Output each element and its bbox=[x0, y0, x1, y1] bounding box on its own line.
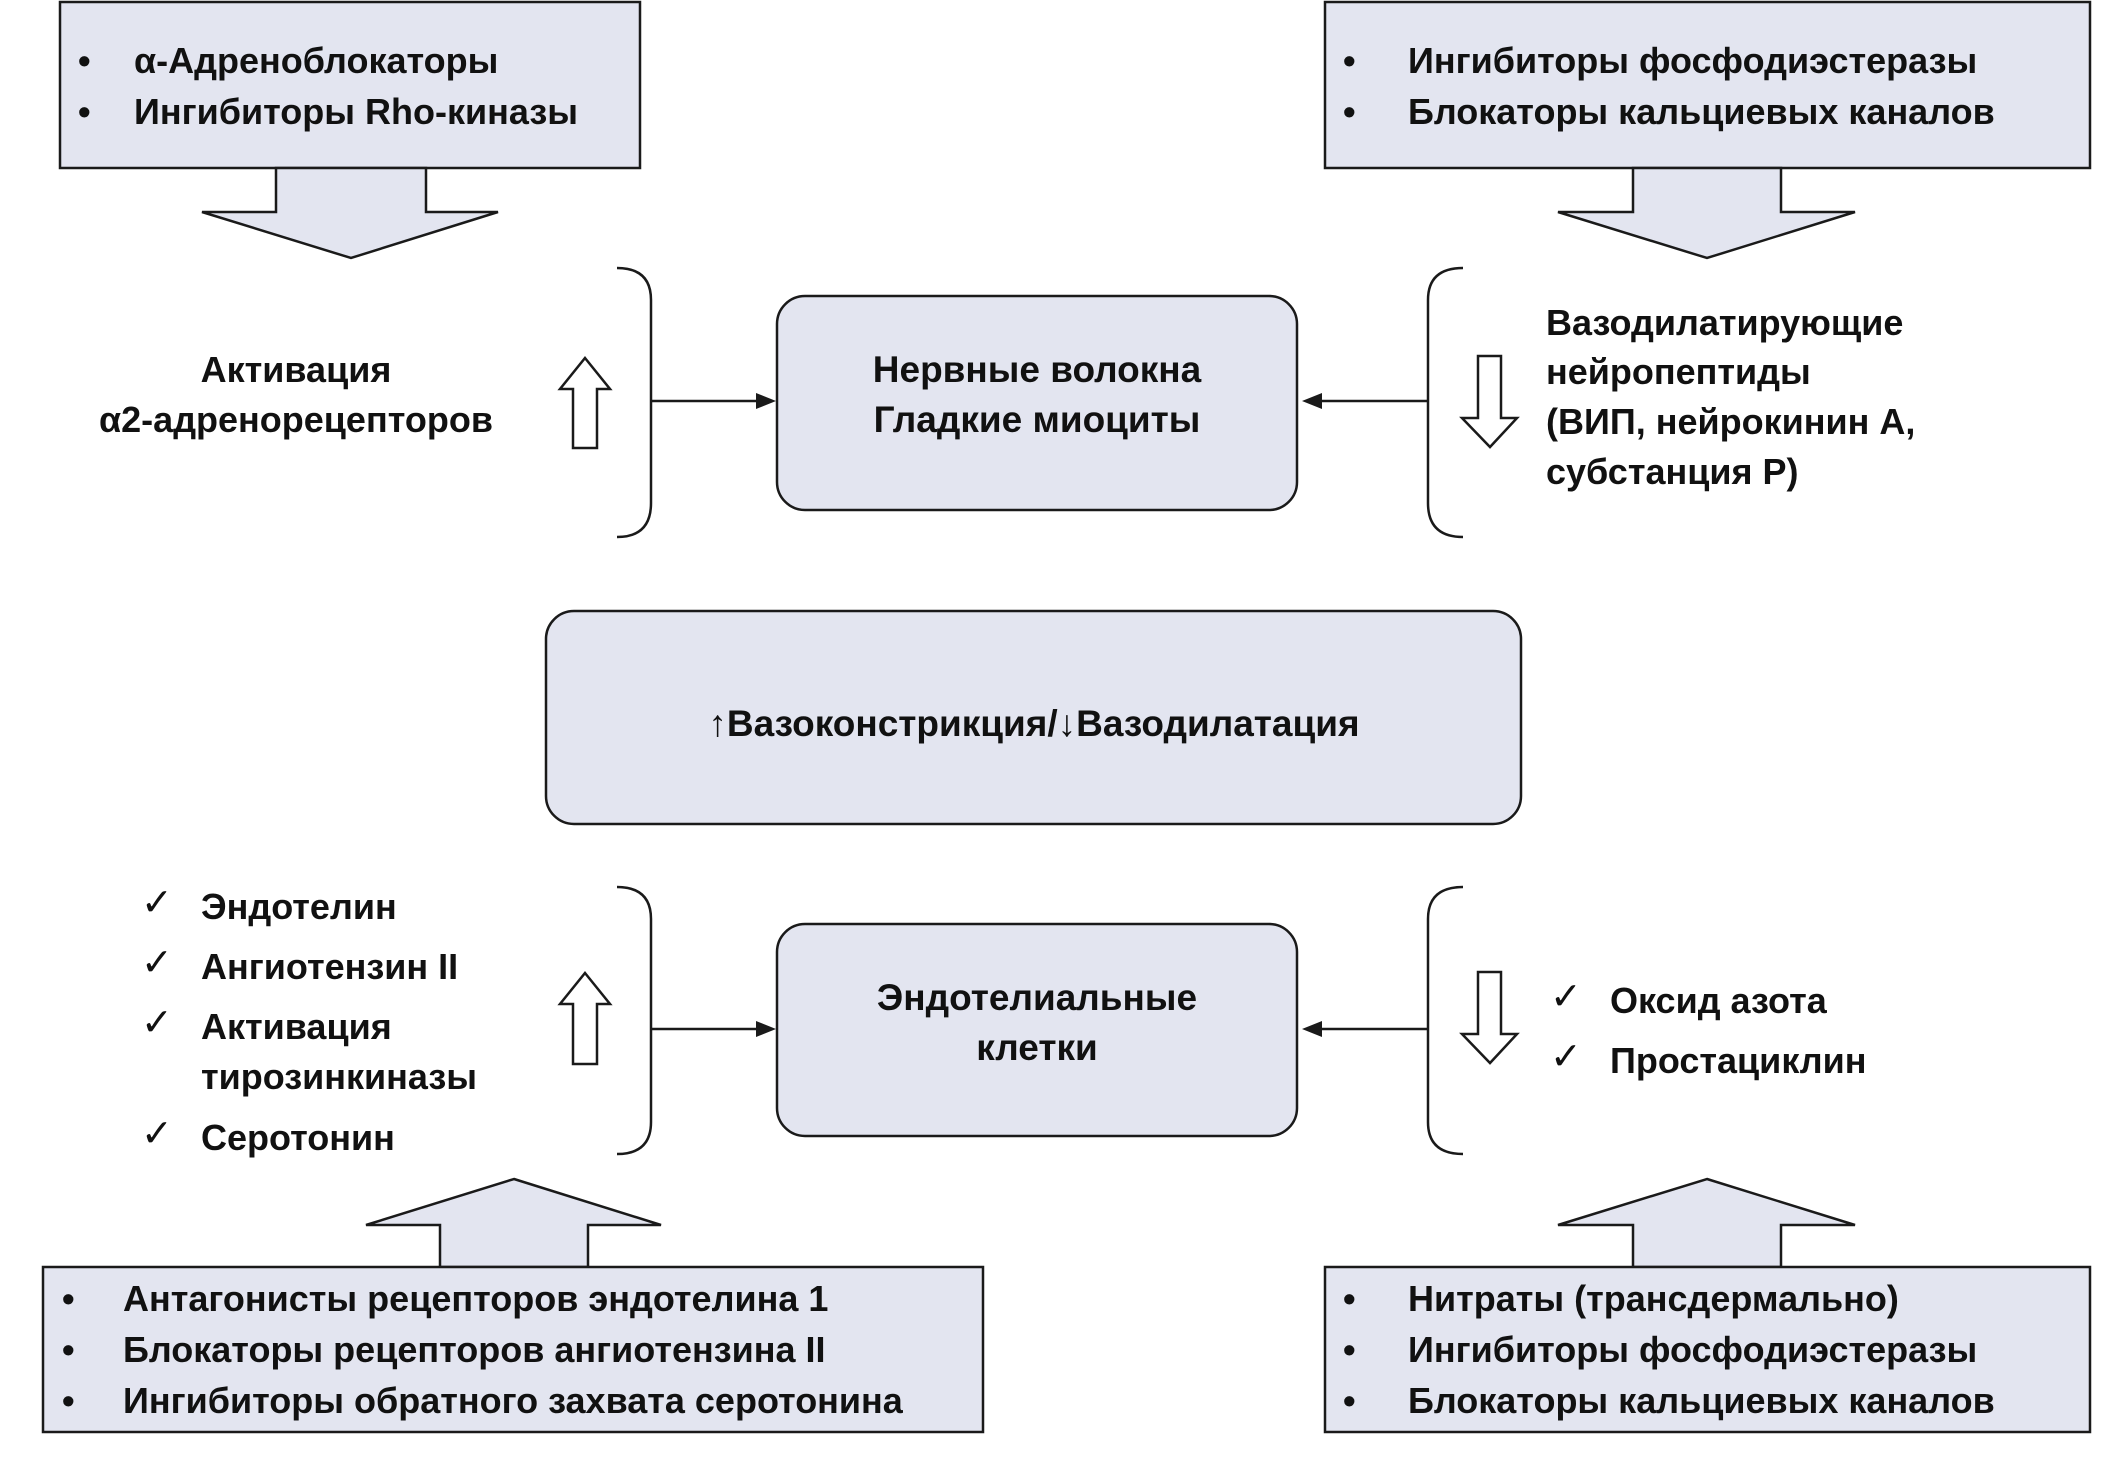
top-right-down-block-arrow bbox=[1557, 166, 1856, 260]
bottom-right-item-3: Блокаторы кальциевых каналов bbox=[1408, 1380, 1995, 1421]
bottom-left-bracket bbox=[616, 885, 653, 1156]
top-left-factor-line-1: Активация bbox=[201, 349, 392, 390]
bottom-left-bullet-3: • bbox=[62, 1380, 75, 1421]
top-left-item-1: α-Адреноблокаторы bbox=[134, 40, 498, 81]
top-left-up-arrow bbox=[557, 356, 613, 450]
top-left-down-block-arrow bbox=[201, 166, 499, 260]
top-right-factor-line-4: субстанция Р) bbox=[1546, 451, 1799, 492]
bottom-left-drug-box bbox=[41, 1265, 985, 1434]
top-right-down-arrow bbox=[1459, 354, 1520, 449]
bottom-right-down-arrow bbox=[1459, 970, 1520, 1065]
vasoconstriction-label: ↑Вазоконстрикция/↓Вазодилатация bbox=[708, 703, 1359, 744]
top-right-bullet-2: • bbox=[1343, 91, 1356, 132]
endothelial-box-line-2: клетки bbox=[976, 1027, 1097, 1068]
up-arrow-glyph: ↑ bbox=[708, 703, 727, 744]
bottom-right-bullet-2: • bbox=[1343, 1329, 1356, 1370]
bottom-right-factor-2: Простациклин bbox=[1610, 1040, 1867, 1081]
top-right-factor-line-2: нейропептиды bbox=[1546, 351, 1811, 392]
vasoconstriction-text: Вазоконстрикция/ bbox=[727, 703, 1058, 744]
bottom-right-check-1: ✓ bbox=[1550, 976, 1582, 1018]
bottom-left-bullet-2: • bbox=[62, 1329, 75, 1370]
down-arrow-glyph: ↓ bbox=[1058, 703, 1077, 744]
bottom-left-check-3: ✓ bbox=[141, 1002, 173, 1044]
bottom-left-factor-1: Эндотелин bbox=[201, 886, 397, 927]
bottom-right-factor-1: Оксид азота bbox=[1610, 980, 1828, 1021]
top-right-factor-line-3: (ВИП, нейрокинин А, bbox=[1546, 401, 1915, 442]
top-right-drug-box bbox=[1323, 0, 2092, 170]
top-left-bracket bbox=[616, 266, 653, 539]
bottom-right-item-1: Нитраты (трансдермально) bbox=[1408, 1278, 1899, 1319]
bottom-right-bullet-3: • bbox=[1343, 1380, 1356, 1421]
top-right-factor-line-1: Вазодилатирующие bbox=[1546, 302, 1903, 343]
nerve-box-line-2: Гладкие миоциты bbox=[874, 399, 1201, 440]
bottom-left-item-3: Ингибиторы обратного захвата серотонина bbox=[123, 1380, 904, 1421]
bottom-left-bullet-1: • bbox=[62, 1278, 75, 1319]
bottom-left-up-block-arrow bbox=[365, 1177, 662, 1269]
nerve-box-line-1: Нервные волокна bbox=[873, 349, 1202, 390]
bottom-right-item-2: Ингибиторы фосфодиэстеразы bbox=[1408, 1329, 1977, 1370]
top-left-drug-box bbox=[58, 0, 642, 170]
bottom-left-factor-2: Ангиотензин II bbox=[201, 946, 458, 987]
nerve-fibres-box bbox=[775, 294, 1299, 512]
bottom-right-bracket bbox=[1426, 885, 1464, 1156]
endothelial-box-line-1: Эндотелиальные bbox=[877, 977, 1197, 1018]
bottom-right-check-2: ✓ bbox=[1550, 1036, 1582, 1078]
bottom-left-factor-3-cont: тирозинкиназы bbox=[201, 1056, 477, 1097]
vasoconstriction-box bbox=[544, 609, 1523, 826]
bottom-right-drug-box bbox=[1323, 1265, 2092, 1434]
top-right-bullet-1: • bbox=[1343, 40, 1356, 81]
bottom-left-factor-3: Активация bbox=[201, 1006, 392, 1047]
bottom-left-check-4: ✓ bbox=[141, 1113, 173, 1155]
bottom-right-up-block-arrow bbox=[1557, 1177, 1856, 1269]
top-right-item-2: Блокаторы кальциевых каналов bbox=[1408, 91, 1995, 132]
top-left-bullet-1: • bbox=[78, 40, 91, 81]
bottom-left-check-1: ✓ bbox=[141, 882, 173, 924]
top-left-item-2: Ингибиторы Rho-киназы bbox=[134, 91, 578, 132]
top-right-bracket bbox=[1426, 266, 1464, 539]
bottom-left-factor-4: Серотонин bbox=[201, 1117, 395, 1158]
bottom-left-check-2: ✓ bbox=[141, 942, 173, 984]
bottom-left-up-arrow bbox=[557, 971, 613, 1066]
top-left-bullet-2: • bbox=[78, 91, 91, 132]
endothelial-cells-box bbox=[775, 922, 1299, 1138]
top-right-item-1: Ингибиторы фосфодиэстеразы bbox=[1408, 40, 1977, 81]
top-left-factor-line-2: α2-адренорецепторов bbox=[99, 399, 493, 440]
bottom-right-bullet-1: • bbox=[1343, 1278, 1356, 1319]
bottom-left-item-1: Антагонисты рецепторов эндотелина 1 bbox=[123, 1278, 828, 1319]
vasodilatation-text: Вазодилатация bbox=[1076, 703, 1359, 744]
bottom-left-item-2: Блокаторы рецепторов ангиотензина II bbox=[123, 1329, 826, 1370]
